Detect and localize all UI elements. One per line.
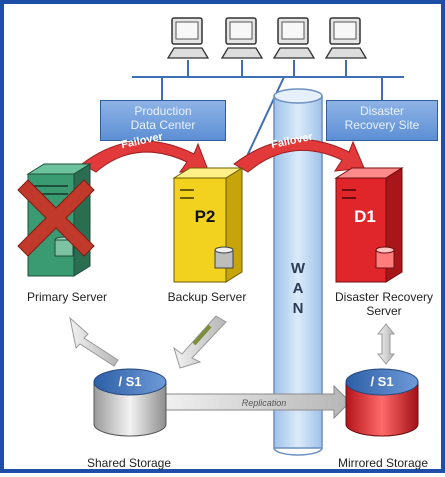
- backup-to-storage-arrow: [173, 315, 227, 369]
- production-site-line2: Data Center: [130, 118, 196, 132]
- shared-storage-database-icon: [93, 368, 167, 437]
- disaster-site-line1: Disaster: [359, 104, 404, 118]
- wan-link: [273, 88, 323, 456]
- backup-server: [172, 167, 244, 283]
- shared-storage-volume: / S1: [118, 374, 142, 389]
- disaster-site-label: Disaster Recovery Site: [326, 100, 438, 141]
- workstation-icon: [166, 17, 210, 59]
- production-site-label: Production Data Center: [100, 100, 226, 141]
- primary-to-storage-arrow: [69, 316, 119, 367]
- workstations: [166, 17, 368, 59]
- dr-server: [334, 167, 404, 283]
- production-site-line1: Production: [134, 104, 192, 118]
- workstation-icon: [324, 17, 368, 59]
- dr-to-storage-arrow: [376, 323, 396, 365]
- replication-label: Replication: [241, 398, 287, 408]
- dr-server-label: Disaster Recovery Server: [326, 290, 442, 318]
- wan-letter-a: A: [292, 280, 304, 297]
- backup-server-label: Backup Server: [167, 290, 247, 304]
- mirrored-storage-volume: / S1: [370, 374, 394, 389]
- backup-server-tag: P2: [194, 207, 216, 226]
- failed-x-icon: [17, 179, 95, 257]
- mirrored-storage-database-icon: [345, 368, 419, 437]
- dr-server-tag: D1: [354, 207, 376, 226]
- wan-letter-w: W: [290, 260, 306, 277]
- dr-server-label-line2: Server: [366, 304, 402, 318]
- disaster-site-line2: Recovery Site: [344, 118, 420, 132]
- wan-letter-n: N: [292, 300, 304, 317]
- shared-storage-label: Shared Storage: [86, 456, 172, 470]
- workstation-icon: [220, 17, 264, 59]
- workstation-icon: [272, 17, 316, 59]
- primary-server-label: Primary Server: [26, 290, 107, 304]
- mirrored-storage-label: Mirrored Storage: [337, 456, 429, 470]
- diagram-canvas: [17, 17, 419, 456]
- dr-server-label-line1: Disaster Recovery: [334, 290, 434, 304]
- replication-arrow: [159, 384, 351, 420]
